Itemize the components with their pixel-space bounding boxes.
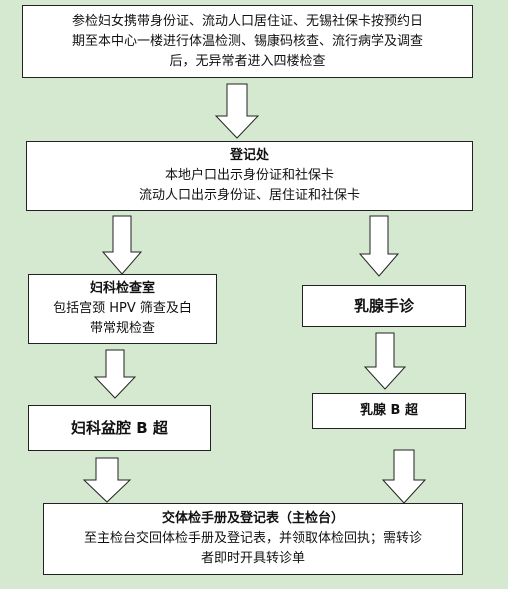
registration-title: 登记处 — [229, 148, 269, 163]
breast-exam-box: 乳腺手诊 — [302, 285, 466, 327]
notice-line-1: 参检妇女携带身份证、流动人口居住证、无锡社保卡按预约日 — [71, 13, 423, 29]
notice-box: 参检妇女携带身份证、流动人口居住证、无锡社保卡按预约日 期至本中心一楼进行体温检… — [22, 5, 473, 78]
gynecology-box: 妇科检查室 包括宫颈 HPV 筛查及白 带常规检查 — [28, 274, 217, 344]
gynecology-title: 妇科检查室 — [89, 281, 155, 296]
submit-line-1: 至主检台交回体检手册及登记表，并领取体检回执；需转诊 — [83, 531, 422, 546]
arrow-breast-ultrasound-to-submit — [381, 449, 427, 504]
breast-ultrasound-title: 乳腺 B 超 — [360, 403, 418, 418]
arrow-notice-to-registration — [214, 83, 260, 139]
breast-exam-title: 乳腺手诊 — [353, 297, 414, 315]
registration-line-2: 流动人口出示身份证、居住证和社保卡 — [138, 188, 360, 203]
gynecology-line-2: 带常规检查 — [89, 321, 155, 336]
notice-line-2: 期至本中心一楼进行体温检测、锡康码核查、流行病学及调查 — [71, 33, 423, 49]
notice-line-3: 后，无异常者进入四楼检查 — [169, 53, 326, 69]
registration-line-1: 本地户口出示身份证和社保卡 — [164, 168, 334, 183]
arrow-registration-to-gynecology — [101, 215, 143, 275]
arrow-breast-exam-to-breast-ultrasound — [363, 332, 407, 390]
gynecology-line-1: 包括宫颈 HPV 筛查及白 — [53, 301, 192, 316]
submit-line-2: 者即时开具转诊单 — [200, 551, 305, 566]
arrow-registration-to-breast-exam — [358, 215, 400, 277]
arrow-pelvic-ultrasound-to-submit — [82, 457, 132, 503]
pelvic-ultrasound-title: 妇科盆腔 B 超 — [71, 419, 168, 437]
breast-ultrasound-box: 乳腺 B 超 — [312, 393, 466, 429]
arrow-gynecology-to-pelvic-ultrasound — [93, 349, 137, 399]
submit-title: 交体检手册及登记表（主检台） — [161, 511, 344, 526]
registration-box: 登记处 本地户口出示身份证和社保卡 流动人口出示身份证、居住证和社保卡 — [26, 141, 473, 211]
pelvic-ultrasound-box: 妇科盆腔 B 超 — [28, 405, 211, 451]
submit-box: 交体检手册及登记表（主检台） 至主检台交回体检手册及登记表，并领取体检回执；需转… — [43, 503, 463, 575]
